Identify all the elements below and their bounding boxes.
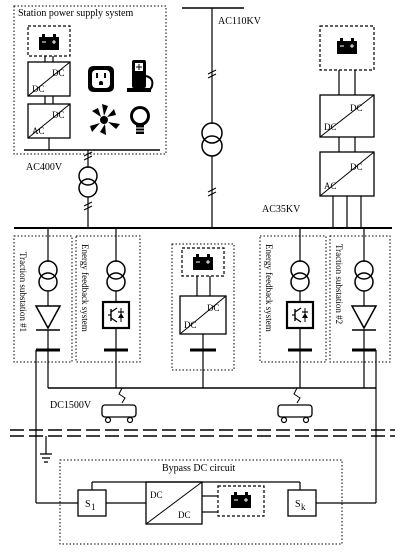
fan-icon xyxy=(90,104,120,135)
right-acdc-label-dc: DC xyxy=(350,162,363,172)
middle-storage-group: DC DC xyxy=(171,243,235,371)
station-power-supply-group: Station power supply system DC DC DC AC xyxy=(13,5,167,155)
diode-icon xyxy=(350,305,378,330)
battery-icon xyxy=(38,33,60,51)
right-dcdc-label-bottom: DC xyxy=(324,122,337,132)
ac400v-transformer-icon xyxy=(78,166,98,198)
energy-feedback-left-label: Energy feedback system xyxy=(80,244,90,332)
bypass-dc-circuit: Bypass DC circuit S 1 DC DC S k xyxy=(35,350,377,545)
dc1500v-network: DC1500V xyxy=(10,350,395,463)
ac110kv-group: AC110KV xyxy=(182,7,262,228)
right-dcdc-label-top: DC xyxy=(350,103,363,113)
middle-dcdc-label-top: DC xyxy=(207,303,220,313)
outlet-icon xyxy=(88,66,114,92)
station-battery-box xyxy=(27,25,71,57)
switch-sk-label: S xyxy=(295,499,301,510)
right-dcdc-converter xyxy=(319,94,375,138)
station-dcdc-label-bottom: DC xyxy=(32,84,45,94)
right-acdc-label-ac: AC xyxy=(324,181,337,191)
main-transformer-icon xyxy=(201,122,223,144)
charging-station-icon xyxy=(127,60,154,92)
ac110kv-label: AC110KV xyxy=(218,16,262,27)
energy-feedback-left: Energy feedback system xyxy=(75,228,141,363)
station-dcdc-converter xyxy=(27,61,71,97)
bypass-dcdc-label-top: DC xyxy=(150,490,163,500)
igbt-icon xyxy=(285,300,315,330)
traction-substation-2-label: Traction substation #2 xyxy=(334,244,344,324)
bypass-dcdc-converter xyxy=(145,481,203,525)
dc1500v-label: DC1500V xyxy=(50,400,92,411)
traction-substation-1: Traction substation #1 xyxy=(13,228,73,363)
energy-feedback-right-label: Energy feedback system xyxy=(264,244,274,332)
right-storage-group: DC DC DC AC xyxy=(319,25,375,228)
diode-icon xyxy=(34,305,62,330)
right-battery-box xyxy=(319,25,375,71)
bypass-dcdc-label-bottom: DC xyxy=(178,510,191,520)
switch-sk-subscript: k xyxy=(301,502,306,512)
train-icon xyxy=(101,404,137,424)
station-power-title: Station power supply system xyxy=(18,8,133,19)
transformer-icon xyxy=(38,260,58,280)
transformer-icon xyxy=(290,260,310,280)
energy-feedback-right: Energy feedback system xyxy=(259,228,327,363)
ac400v-label: AC400V xyxy=(26,162,63,173)
middle-dcdc-label-bottom: DC xyxy=(184,320,197,330)
switch-s1-subscript: 1 xyxy=(91,502,96,512)
traction-substation-2: Traction substation #2 xyxy=(329,228,391,363)
station-acdc-label-dc: DC xyxy=(52,110,65,120)
station-dcdc-label-top: DC xyxy=(52,68,65,78)
bypass-title: Bypass DC circuit xyxy=(162,463,236,474)
ac35kv-label: AC35KV xyxy=(262,204,301,215)
switch-sk xyxy=(287,489,317,517)
transformer-icon xyxy=(354,260,374,280)
ac400v-transformer-group: AC400V xyxy=(26,150,98,228)
station-acdc-label-ac: AC xyxy=(32,126,45,136)
igbt-icon xyxy=(101,300,131,330)
switch-s1-label: S xyxy=(85,499,91,510)
bypass-battery-box xyxy=(217,485,265,517)
train-icon xyxy=(277,404,313,424)
transformer-icon xyxy=(106,260,126,280)
bulb-icon xyxy=(130,106,150,134)
battery-icon xyxy=(230,491,252,509)
battery-icon xyxy=(336,37,358,55)
battery-icon xyxy=(192,253,214,271)
traction-substation-1-label: Traction substation #1 xyxy=(18,252,28,332)
